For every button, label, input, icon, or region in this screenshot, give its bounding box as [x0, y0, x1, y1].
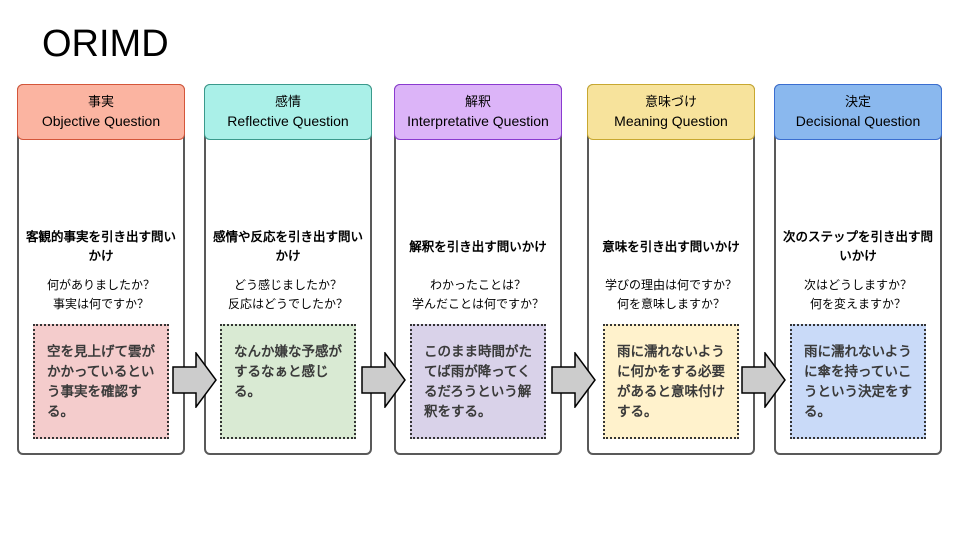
card-meaning: 意味づけ Meaning Question 意味を引き出す問いかけ 学びの理由は…	[587, 84, 755, 455]
question: 何がありましたか？	[46, 278, 155, 292]
card-questions: どう感じましたか？ 反応はどうでしたか？	[206, 276, 370, 314]
card-header: 事実 Objective Question	[17, 84, 185, 140]
question: 学んだことは何ですか？	[411, 297, 544, 311]
arrow-shape	[361, 352, 406, 408]
example-note: 雨に濡れないように傘を持っていこうという決定をする。	[790, 324, 926, 439]
header-en: Meaning Question	[614, 113, 728, 129]
card-header: 解釈 Interpretative Question	[394, 84, 562, 140]
header-jp: 解釈	[464, 95, 491, 110]
header-en: Decisional Question	[795, 113, 921, 129]
card-decisional: 決定 Decisional Question 次のステップを引き出す問いかけ 次…	[774, 84, 942, 455]
question: 次はどうしますか？	[803, 278, 912, 292]
card-questions: 次はどうしますか？ 何を変えますか？	[776, 276, 940, 314]
arrow-shape	[551, 352, 596, 408]
header-en: Interpretative Question	[407, 113, 549, 129]
card-reflective: 感情 Reflective Question 感情や反応を引き出す問いかけ どう…	[204, 84, 372, 455]
question: 何を変えますか？	[809, 297, 906, 311]
example-note: 空を見上げて雲がかかっているという事実を確認する。	[33, 324, 169, 439]
question: 学びの理由は何ですか？	[604, 278, 737, 292]
card-subtitle: 意味を引き出す問いかけ	[602, 238, 740, 254]
card-header: 意味づけ Meaning Question	[587, 84, 755, 140]
card-subtitle: 客観的事実を引き出す問いかけ	[25, 229, 176, 263]
arrow-shape	[741, 352, 786, 408]
slide-title: ORIMD	[42, 23, 169, 65]
card-header: 決定 Decisional Question	[774, 84, 942, 140]
example-note: なんか嫌な予感がするなぁと感じる。	[220, 324, 356, 439]
question: 何を意味しますか？	[616, 297, 725, 311]
right-arrow-icon	[551, 352, 596, 408]
right-arrow-icon	[741, 352, 786, 408]
header-en: Objective Question	[41, 113, 161, 129]
card-questions: 学びの理由は何ですか？ 何を意味しますか？	[589, 276, 753, 314]
header-jp: 意味づけ	[644, 95, 697, 110]
arrow-shape	[172, 352, 217, 408]
card-subtitle: 解釈を引き出す問いかけ	[409, 238, 547, 254]
question: 事実は何ですか？	[52, 297, 149, 311]
example-note: 雨に濡れないように何かをする必要があると意味付けする。	[603, 324, 739, 439]
right-arrow-icon	[361, 352, 406, 408]
card-interpretative: 解釈 Interpretative Question 解釈を引き出す問いかけ わ…	[394, 84, 562, 455]
example-note: このまま時間がたてば雨が降ってくるだろうという解釈をする。	[410, 324, 546, 439]
header-en: Reflective Question	[227, 113, 349, 129]
card-questions: わかったことは？ 学んだことは何ですか？	[396, 276, 560, 314]
question: どう感じましたか？	[233, 278, 342, 292]
header-jp: 感情	[274, 95, 301, 110]
right-arrow-icon	[172, 352, 217, 408]
card-objective: 事実 Objective Question 客観的事実を引き出す問いかけ 何があ…	[17, 84, 185, 455]
question: 反応はどうでしたか？	[227, 297, 348, 311]
header-jp: 事実	[87, 95, 114, 110]
card-subtitle: 次のステップを引き出す問いかけ	[782, 229, 933, 263]
card-header: 感情 Reflective Question	[204, 84, 372, 140]
question: わかったことは？	[429, 278, 526, 292]
card-subtitle: 感情や反応を引き出す問いかけ	[212, 229, 363, 263]
header-jp: 決定	[844, 95, 871, 110]
card-questions: 何がありましたか？ 事実は何ですか？	[19, 276, 183, 314]
